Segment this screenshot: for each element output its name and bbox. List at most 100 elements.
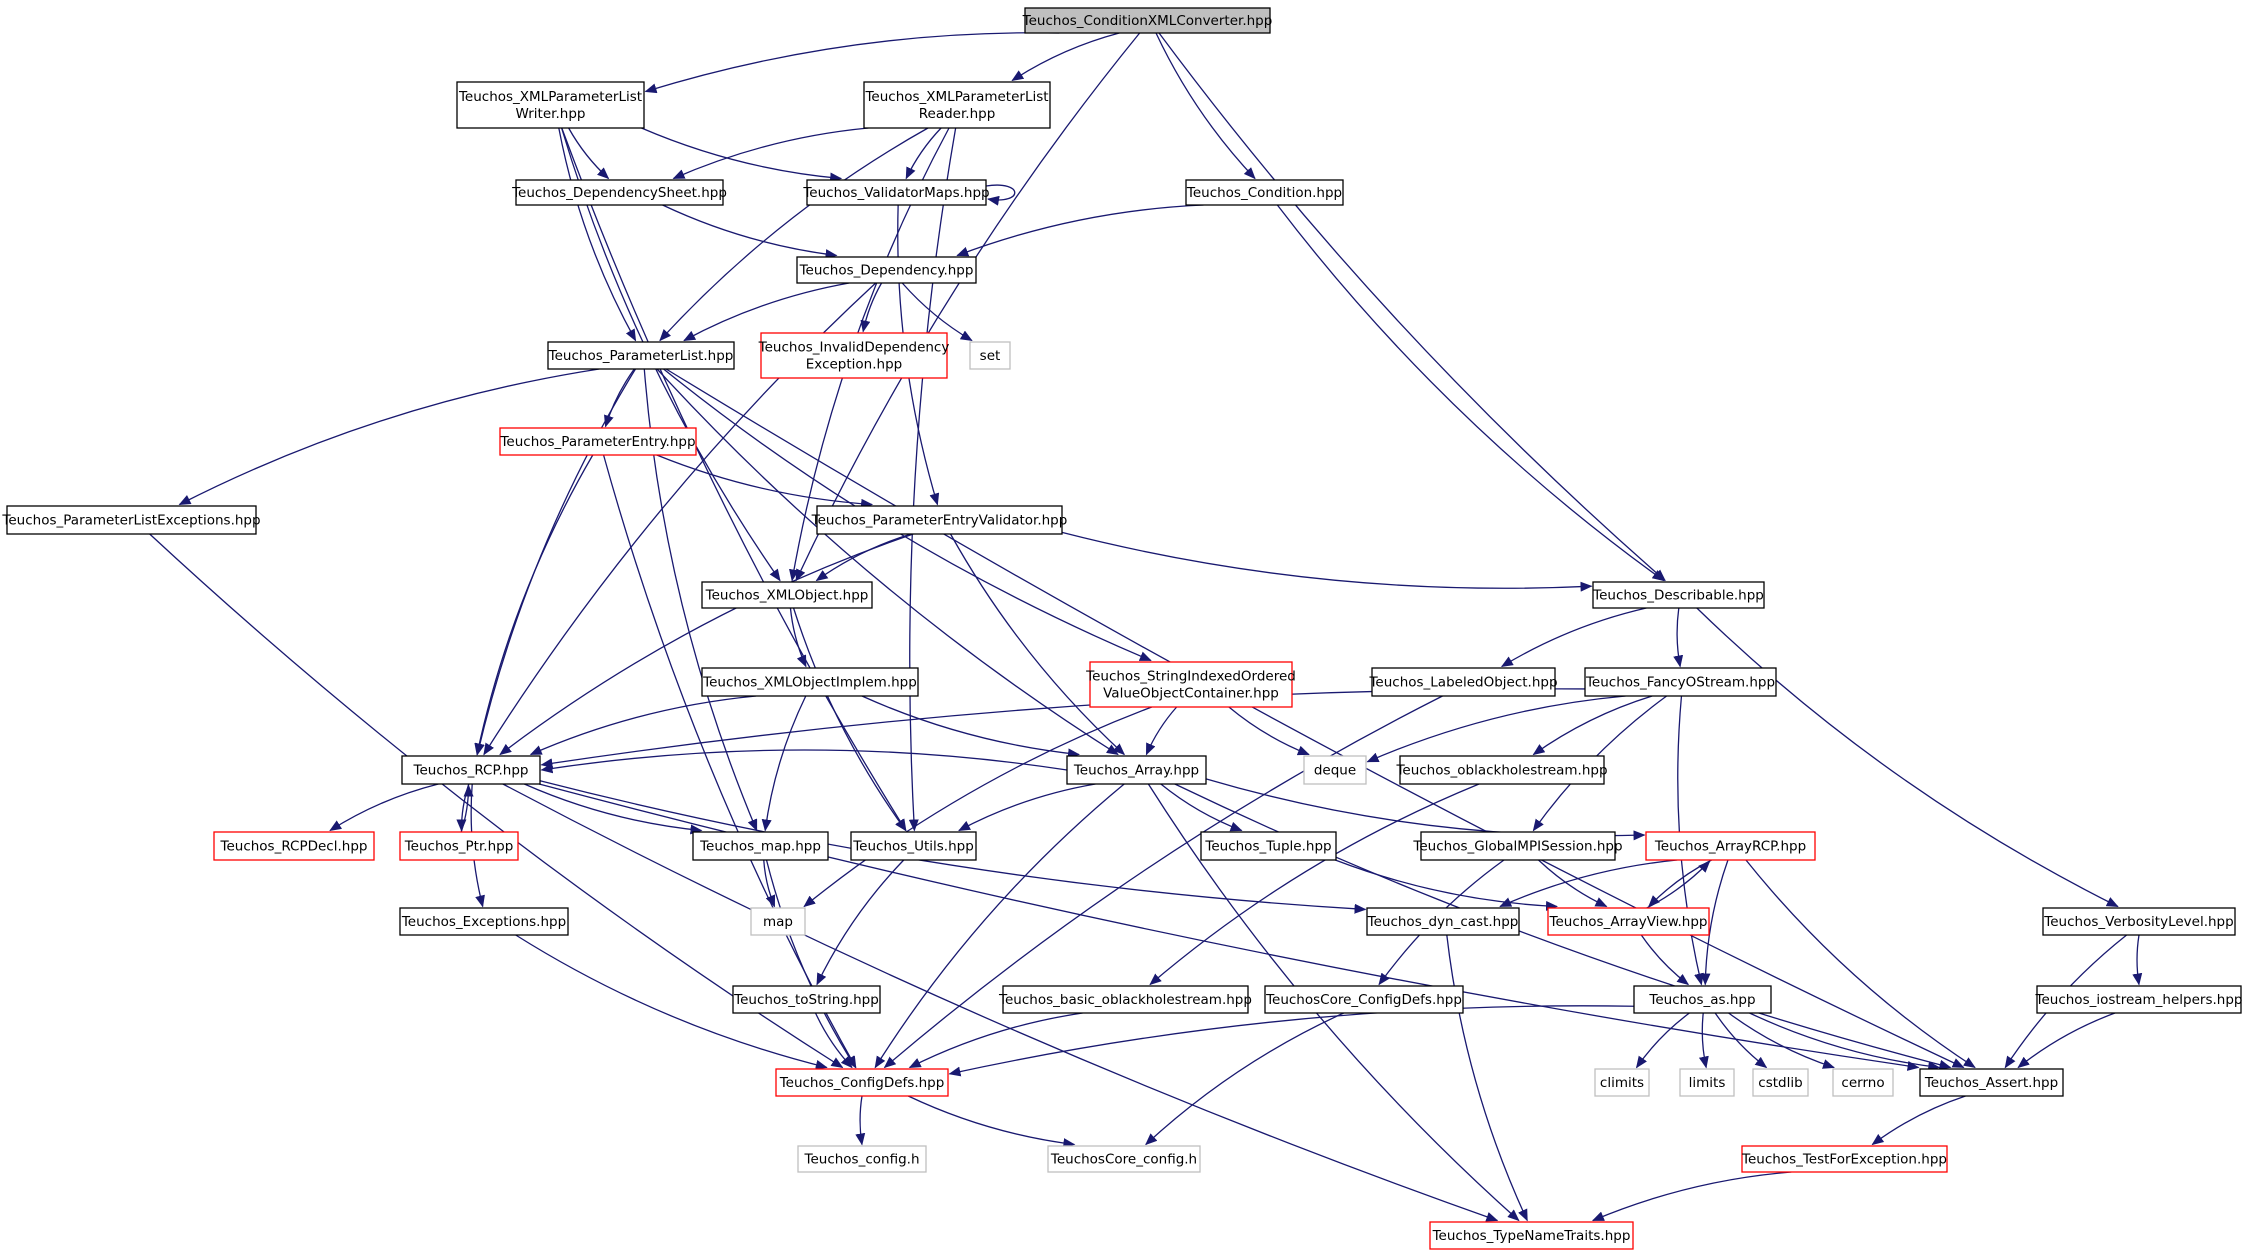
- edge-corecfg-to-tcoreconfig: [1145, 1012, 1344, 1146]
- node-tconfig[interactable]: Teuchos_config.h: [797, 1145, 927, 1173]
- node-limits[interactable]: limits: [1679, 1068, 1735, 1097]
- node-box: [1264, 985, 1464, 1014]
- node-rcp[interactable]: Teuchos_RCP.hpp: [401, 755, 541, 785]
- node-box: [1633, 985, 1772, 1014]
- node-label: deque: [1314, 763, 1356, 779]
- node-label: Teuchos_TestForException.hpp: [1741, 1152, 1947, 1168]
- node-oblack[interactable]: Teuchos_oblackholestream.hpp: [1395, 755, 1608, 785]
- node-pentry[interactable]: Teuchos_ParameterEntry.hpp: [499, 427, 697, 456]
- node-typename[interactable]: Teuchos_TypeNameTraits.hpp: [1429, 1221, 1634, 1250]
- edge-exceptions-to-cfgdefs: [515, 934, 828, 1070]
- node-corecfg[interactable]: TeuchosCore_ConfigDefs.hpp: [1264, 985, 1464, 1014]
- node-box: [1547, 907, 1710, 936]
- node-fancy[interactable]: Teuchos_FancyOStream.hpp: [1584, 667, 1777, 697]
- node-aview[interactable]: Teuchos_ArrayView.hpp: [1547, 907, 1710, 936]
- node-label: Teuchos_Condition.hpp: [1186, 185, 1342, 201]
- node-label: Teuchos_XMLParameterList: [864, 89, 1048, 105]
- node-box: [701, 581, 873, 609]
- node-dyncast[interactable]: Teuchos_dyn_cast.hpp: [1366, 907, 1520, 936]
- edge-oblack-to-basicob: [1149, 783, 1480, 986]
- node-label: Teuchos_basic_oblackholestream.hpp: [998, 992, 1252, 1008]
- node-utils[interactable]: Teuchos_Utils.hpp: [850, 831, 977, 861]
- node-cfgdefs[interactable]: Teuchos_ConfigDefs.hpp: [775, 1068, 949, 1097]
- node-label: Teuchos_StringIndexedOrdered: [1085, 669, 1296, 685]
- node-label: Teuchos_config.h: [804, 1152, 920, 1168]
- edge-arcp-to-dyncast: [1499, 859, 1678, 908]
- node-label: Teuchos_Assert.hpp: [1924, 1075, 2058, 1091]
- node-arcp[interactable]: Teuchos_ArrayRCP.hpp: [1645, 831, 1816, 861]
- node-tuple[interactable]: Teuchos_Tuple.hpp: [1200, 831, 1337, 861]
- node-label: Teuchos_map.hpp: [699, 839, 821, 855]
- node-condition[interactable]: Teuchos_Condition.hpp: [1185, 179, 1344, 206]
- edge-gmpi-to-aview: [1538, 859, 1608, 908]
- node-box: [1047, 1145, 1201, 1173]
- node-box: [1741, 1145, 1948, 1173]
- node-array[interactable]: Teuchos_Array.hpp: [1066, 755, 1207, 785]
- node-dependency[interactable]: Teuchos_Dependency.hpp: [796, 256, 977, 284]
- node-label: TeuchosCore_ConfigDefs.hpp: [1265, 992, 1462, 1008]
- node-labeled[interactable]: Teuchos_LabeledObject.hpp: [1368, 667, 1558, 697]
- node-valmaps[interactable]: Teuchos_ValidatorMaps.hpp: [802, 179, 990, 206]
- node-label: Teuchos_XMLObjectImplem.hpp: [702, 675, 917, 691]
- edge-pentry-to-pev: [656, 454, 874, 509]
- edge-utils-to-tostring: [816, 859, 905, 986]
- node-box: [2036, 985, 2242, 1014]
- node-assert[interactable]: Teuchos_Assert.hpp: [1919, 1068, 2064, 1097]
- edge-dependency-to-set: [901, 282, 973, 342]
- node-describable[interactable]: Teuchos_Describable.hpp: [1592, 581, 1765, 609]
- node-tostring[interactable]: Teuchos_toString.hpp: [732, 985, 881, 1014]
- node-set[interactable]: set: [969, 341, 1011, 370]
- node-box: [1584, 667, 1777, 697]
- node-cstdlib[interactable]: cstdlib: [1752, 1068, 1809, 1097]
- node-label: Teuchos_Dependency.hpp: [799, 263, 974, 279]
- edge-iohelp-to-assert: [2017, 1012, 2116, 1069]
- edge-ptr-to-rcp: [460, 784, 474, 833]
- edge-map_hpp-to-map: [763, 859, 776, 908]
- nodes-layer: Teuchos_ConditionXMLConverter.hppTeuchos…: [1, 7, 2243, 1250]
- edge-array-to-tuple: [1160, 783, 1243, 832]
- edge-xwriter-to-utils: [561, 127, 907, 832]
- node-label: ValueObjectContainer.hpp: [1103, 686, 1279, 702]
- node-box: [806, 179, 987, 206]
- node-testexc[interactable]: Teuchos_TestForException.hpp: [1741, 1145, 1948, 1173]
- node-sioc[interactable]: Teuchos_StringIndexedOrderedValueObjectC…: [1085, 661, 1296, 708]
- node-exceptions[interactable]: Teuchos_Exceptions.hpp: [399, 907, 569, 936]
- node-plexc[interactable]: Teuchos_ParameterListExceptions.hpp: [1, 505, 261, 535]
- node-tcoreconfig[interactable]: TeuchosCore_config.h: [1047, 1145, 1201, 1173]
- node-xmlobj[interactable]: Teuchos_XMLObject.hpp: [701, 581, 873, 609]
- edge-condition-to-describable: [1276, 204, 1665, 582]
- node-xmlobjimpl[interactable]: Teuchos_XMLObjectImplem.hpp: [701, 667, 919, 697]
- node-label: Teuchos_InvalidDependency: [758, 340, 950, 356]
- node-depsheet[interactable]: Teuchos_DependencySheet.hpp: [511, 179, 727, 206]
- node-map_hpp[interactable]: Teuchos_map.hpp: [692, 831, 829, 861]
- edge-xreader-to-utils: [908, 127, 957, 832]
- node-iohelp[interactable]: Teuchos_iostream_helpers.hpp: [2035, 985, 2243, 1014]
- node-label: map: [763, 914, 793, 930]
- edge-labeled-to-cfgdefs: [883, 695, 1443, 1069]
- node-as[interactable]: Teuchos_as.hpp: [1633, 985, 1772, 1014]
- node-box: [1371, 667, 1556, 697]
- node-label: Writer.hpp: [516, 106, 586, 122]
- node-climits[interactable]: climits: [1594, 1068, 1650, 1097]
- node-map[interactable]: map: [750, 907, 806, 936]
- node-box: [850, 831, 977, 861]
- node-ptr[interactable]: Teuchos_Ptr.hpp: [399, 831, 519, 861]
- node-deque[interactable]: deque: [1303, 755, 1367, 785]
- node-cerrno[interactable]: cerrno: [1832, 1068, 1894, 1097]
- edge-array-to-typename: [1147, 783, 1520, 1222]
- node-box: [969, 341, 1011, 370]
- node-root[interactable]: Teuchos_ConditionXMLConverter.hpp: [1022, 7, 1273, 34]
- node-basicob[interactable]: Teuchos_basic_oblackholestream.hpp: [998, 985, 1252, 1014]
- node-pev[interactable]: Teuchos_ParameterEntryValidator.hpp: [811, 505, 1068, 535]
- node-label: Teuchos_as.hpp: [1648, 992, 1755, 1008]
- node-plist[interactable]: Teuchos_ParameterList.hpp: [547, 341, 735, 370]
- edge-plist-to-pentry: [604, 368, 635, 428]
- node-box: [499, 427, 697, 456]
- edge-tuple-to-aview: [1335, 859, 1558, 911]
- node-verb[interactable]: Teuchos_VerbosityLevel.hpp: [2042, 907, 2236, 936]
- node-gmpi[interactable]: Teuchos_GlobalMPISession.hpp: [1412, 831, 1623, 861]
- node-rcpdecl[interactable]: Teuchos_RCPDecl.hpp: [213, 831, 375, 861]
